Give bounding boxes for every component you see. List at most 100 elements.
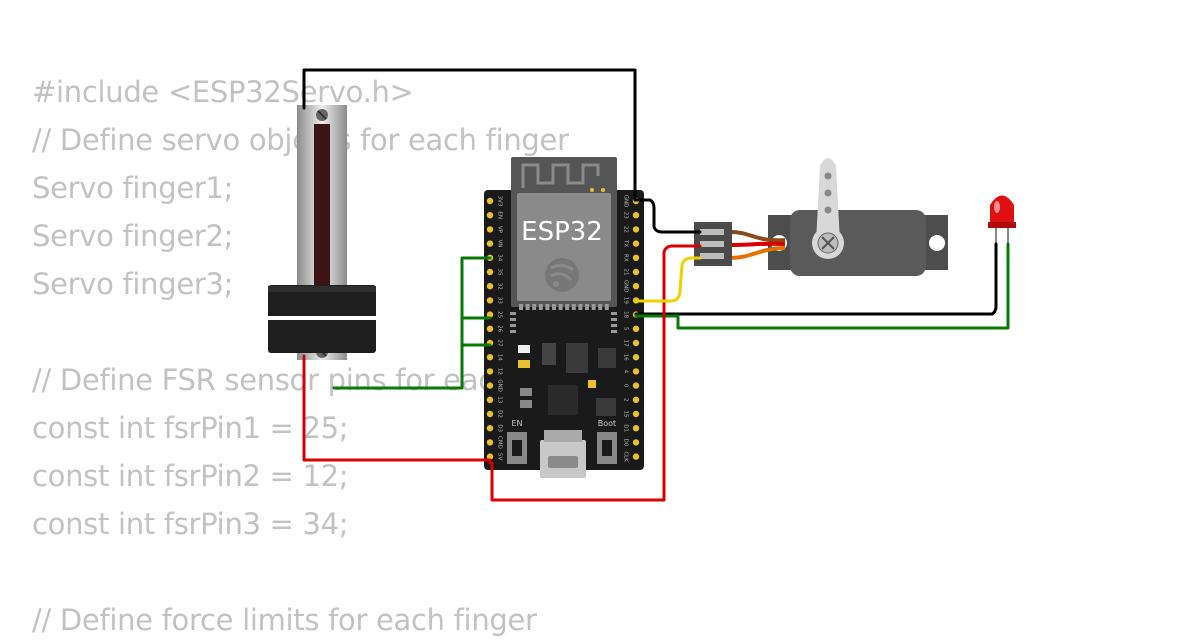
module-pad [585, 304, 589, 310]
pin-35[interactable] [486, 268, 494, 276]
pin-5[interactable] [632, 325, 640, 332]
pin-label: 23 [623, 212, 629, 219]
pin-2[interactable] [632, 396, 640, 403]
pin-17[interactable] [632, 339, 640, 347]
servo-motor[interactable] [768, 158, 948, 276]
wires [302, 68, 1010, 502]
pin-16[interactable] [632, 354, 640, 361]
pin-d2[interactable] [486, 410, 494, 418]
pin-21[interactable] [632, 268, 640, 276]
code-overlay: #include <ESP32Servo.h>// Define servo o… [32, 68, 569, 644]
pin-clk[interactable] [632, 453, 640, 460]
en-label: EN [511, 419, 522, 428]
pin-label: 33 [497, 297, 503, 304]
pin-26[interactable] [486, 325, 494, 332]
pin-label: 17 [623, 340, 629, 347]
pin-gnd[interactable] [486, 382, 494, 389]
pin-label: 21 [623, 269, 629, 276]
pin-label: 15 [623, 411, 629, 418]
module-pad [552, 304, 556, 310]
pin-label: D2 [497, 410, 503, 418]
module-pad [558, 304, 563, 310]
pin-label: GND [623, 280, 629, 293]
pin-label: 3V3 [497, 196, 503, 207]
module-pad [532, 304, 537, 310]
module-pad [611, 330, 617, 333]
pin-0[interactable] [632, 382, 640, 389]
module-pad [611, 318, 617, 321]
module-pad [571, 304, 576, 310]
pin-label: 25 [497, 311, 503, 318]
pin-label: 27 [497, 340, 503, 347]
pin-d3[interactable] [486, 425, 494, 432]
pin-label: 18 [623, 311, 629, 318]
code-line: Servo finger2; [32, 219, 234, 253]
module-pad [510, 312, 516, 315]
pin-label: EN [497, 211, 503, 219]
slide-potentiometer[interactable] [268, 105, 376, 360]
en-button[interactable] [507, 432, 527, 464]
pin-23[interactable] [632, 212, 640, 219]
pin-label: D3 [497, 424, 503, 432]
pin-12[interactable] [486, 368, 494, 375]
module-pad [565, 304, 570, 310]
espressif-logo-icon [545, 258, 579, 292]
code-line: const int fsrPin2 = 12; [32, 459, 349, 493]
pin-vn[interactable] [486, 240, 494, 247]
pin-33[interactable] [486, 297, 494, 304]
red-led[interactable] [988, 195, 1016, 246]
usb-chip [548, 385, 578, 415]
module-pad [591, 304, 596, 310]
antenna-trace [521, 163, 600, 188]
code-line: // Define FSR sensor pins for each [32, 363, 512, 397]
pin-15[interactable] [632, 410, 640, 418]
pin-13[interactable] [486, 396, 494, 403]
pin-rx[interactable] [632, 254, 640, 261]
module-pad [519, 304, 523, 310]
esp32-board[interactable]: ESP32 3V3ENVPVN343532332526271412GND13D2… [484, 157, 644, 478]
pin-label: RX [623, 254, 629, 262]
pin-label: 26 [497, 325, 503, 332]
pin-14[interactable] [486, 354, 494, 361]
pin-22[interactable] [632, 226, 640, 233]
pin-label: GND [623, 195, 629, 208]
pin-d1[interactable] [632, 425, 640, 432]
pin-3v3[interactable] [486, 197, 494, 205]
pin-5v[interactable] [486, 453, 494, 460]
boot-label: Boot [598, 419, 616, 428]
code-line: // Define servo objects for each finger [32, 123, 569, 157]
pin-tx[interactable] [632, 240, 640, 247]
pin-25[interactable] [486, 311, 494, 318]
module-pad [545, 304, 550, 310]
pin-en[interactable] [486, 212, 494, 219]
module-pad [510, 318, 516, 321]
module-pad [510, 324, 516, 327]
pin-d0[interactable] [632, 439, 640, 446]
module-pads [510, 304, 617, 333]
pin-label: 4 [623, 370, 629, 374]
module-pad [578, 304, 583, 310]
wire-gnd-pot [302, 68, 637, 202]
pin-vp[interactable] [486, 226, 494, 233]
pin-gnd[interactable] [632, 283, 640, 290]
pin-label: CLK [623, 451, 629, 462]
pin-label: 14 [497, 354, 503, 361]
usb-port[interactable] [540, 430, 586, 478]
wire-pot-power [302, 354, 492, 462]
pin-label: 13 [497, 396, 503, 403]
pin-label: VP [497, 226, 503, 234]
module-pad [525, 304, 530, 310]
servo-horn[interactable] [816, 158, 840, 242]
pin-label: CMD [497, 436, 503, 449]
chip-label: ESP32 [521, 217, 603, 247]
pin-cmd[interactable] [486, 439, 494, 446]
pin-label: 0 [623, 384, 629, 388]
module-pad [538, 304, 543, 310]
pin-label: 5V [497, 453, 503, 460]
pin-4[interactable] [632, 368, 640, 375]
wire-led-cathode [634, 242, 998, 316]
module-pad [611, 312, 617, 315]
pin-32[interactable] [486, 283, 494, 290]
boot-button[interactable] [597, 432, 617, 464]
